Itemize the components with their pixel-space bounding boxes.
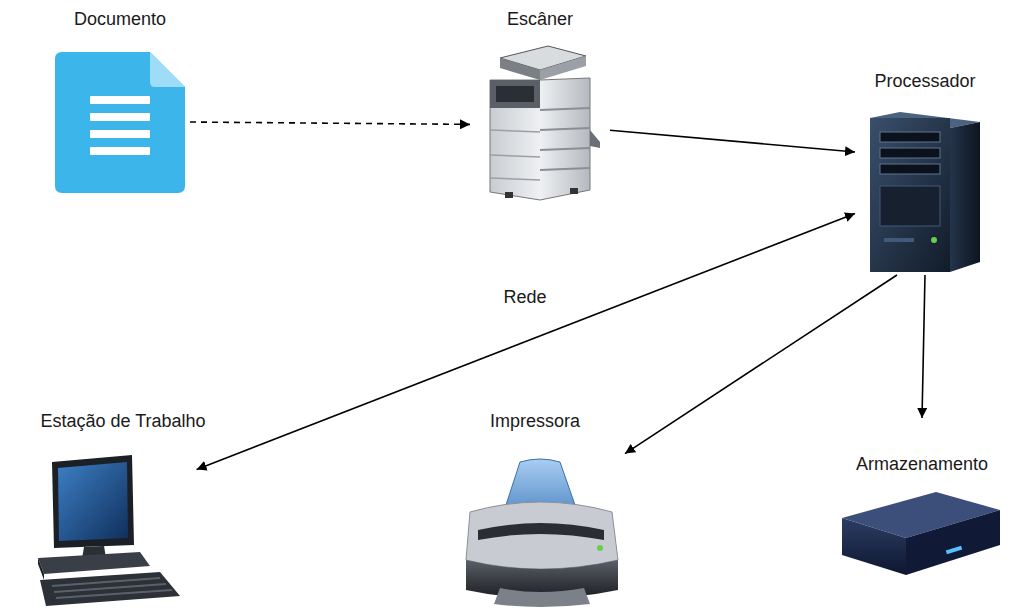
device-label: Documento <box>72 8 168 30</box>
printer-icon <box>466 459 618 607</box>
connector-arrow <box>197 214 855 470</box>
device-node: Escâner <box>470 8 610 202</box>
device-label: Impressora <box>488 410 582 432</box>
connector-arrow <box>922 275 925 418</box>
device-label: Processador <box>872 70 977 92</box>
connector-arrow <box>190 122 470 124</box>
server-icon <box>870 112 980 272</box>
device-label: Estação de Trabalho <box>38 410 207 432</box>
device-node: Armazenamento <box>830 418 1014 578</box>
scanner-icon <box>490 46 600 200</box>
edge-label: Rede <box>500 286 549 308</box>
storage-icon <box>842 492 1000 575</box>
device-node: Impressora <box>445 410 625 608</box>
device-label: Escâner <box>505 8 575 30</box>
device-label: Armazenamento <box>854 453 990 475</box>
document-icon <box>55 52 185 193</box>
device-node: Processador <box>855 70 995 275</box>
connector-arrow <box>625 275 897 454</box>
connector-arrow <box>610 130 855 152</box>
device-node: Estação de Trabalho <box>8 410 238 608</box>
workstation-icon <box>38 455 180 606</box>
device-node: Documento <box>50 8 190 198</box>
